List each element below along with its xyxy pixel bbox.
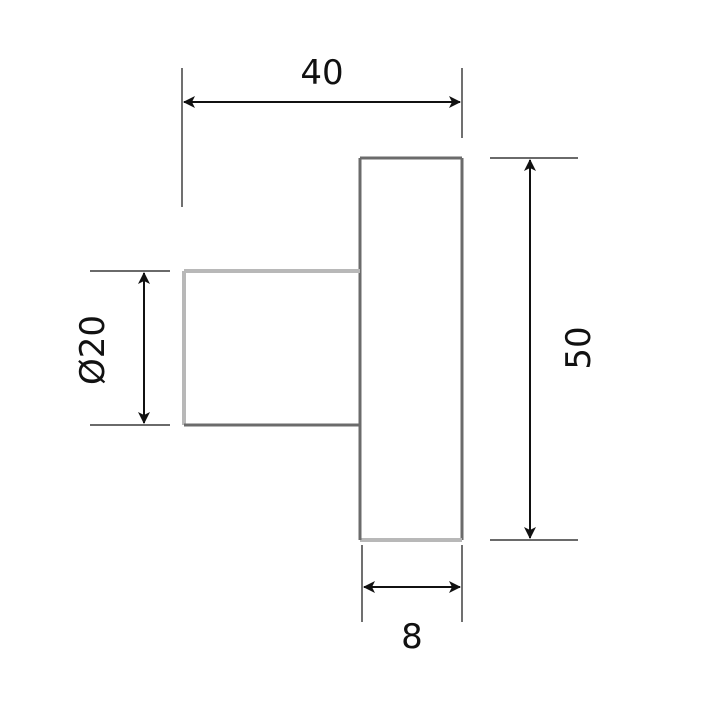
dimension-label-diameter: Ø20	[73, 315, 113, 385]
part-outline	[182, 156, 464, 542]
dimension-diameter: Ø20	[73, 270, 170, 426]
dimension-thickness: 8	[361, 545, 463, 657]
dimension-height: 50	[490, 157, 599, 541]
dimension-label-thickness: 8	[401, 617, 423, 657]
dimension-width: 40	[181, 53, 463, 207]
dimension-label-height: 50	[559, 326, 599, 369]
dimension-label-width: 40	[300, 53, 343, 93]
